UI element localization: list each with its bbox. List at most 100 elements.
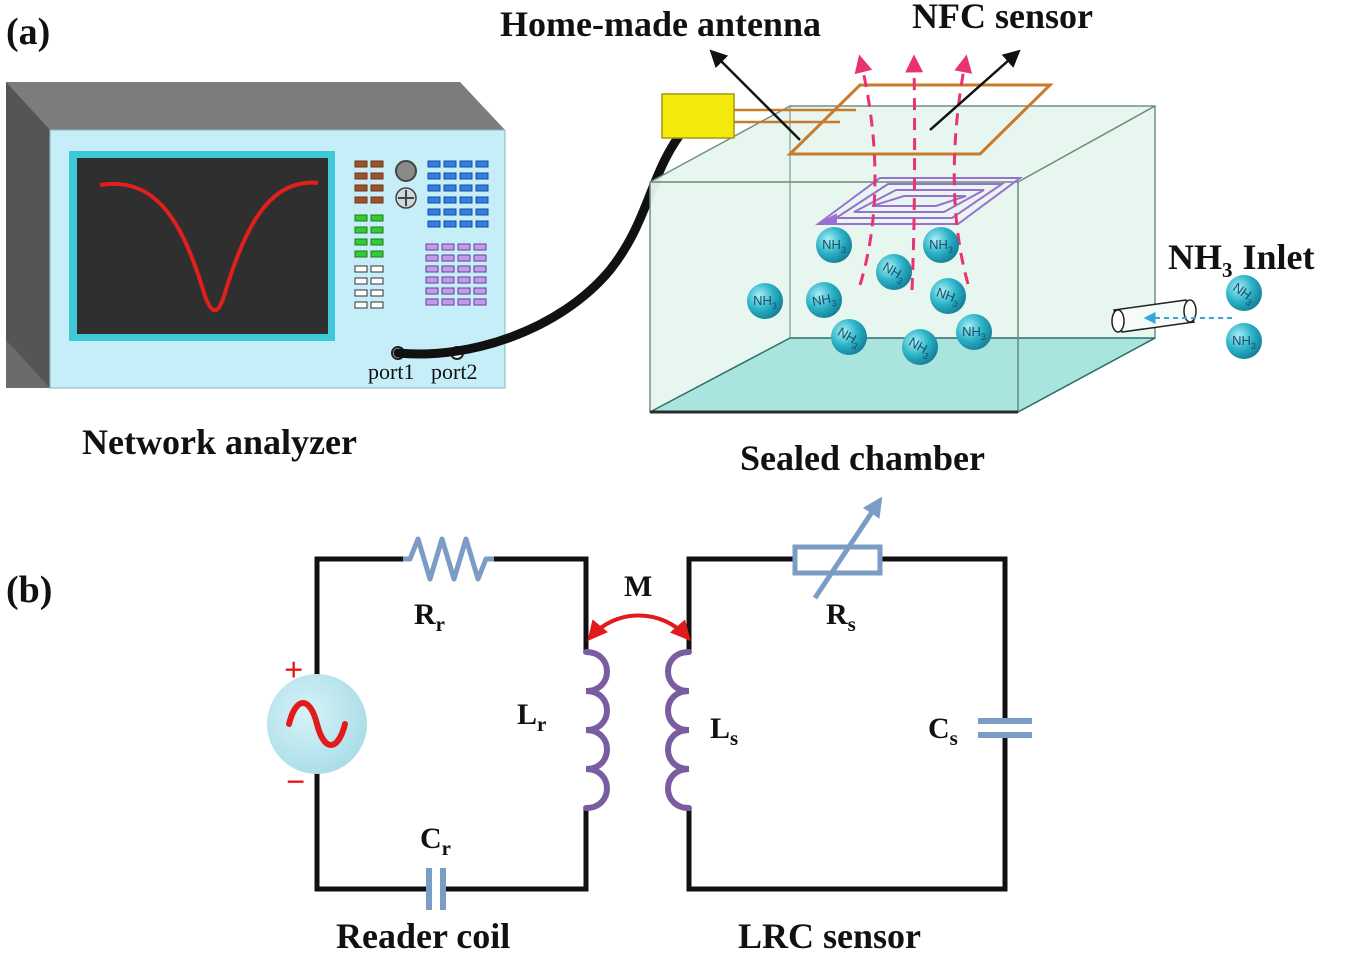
analyzer-key-purple	[457, 265, 471, 273]
sensor-inductor-label: Ls	[710, 712, 738, 750]
antenna-label: Home-made antenna	[500, 4, 821, 44]
panel-b-label: (b)	[6, 569, 52, 611]
nh3-molecule: NH3	[930, 278, 966, 314]
analyzer-key-blue	[459, 196, 473, 204]
analyzer-key-purple	[473, 243, 487, 251]
sensor-inductor	[665, 649, 692, 811]
analyzer-key-brown	[354, 196, 368, 204]
nh3-molecule-label: NH3	[811, 290, 838, 312]
nh3-molecule: NH3	[816, 227, 852, 263]
analyzer-key-white	[370, 301, 384, 309]
antenna-connector	[661, 93, 735, 139]
analyzer-key-blue	[443, 196, 457, 204]
analyzer-key-purple	[473, 276, 487, 284]
lrc-sensor-label: LRC sensor	[738, 916, 921, 956]
variable-arrow-icon	[812, 496, 883, 600]
analyzer-key-blue	[475, 172, 489, 180]
analyzer-key-green	[370, 214, 384, 222]
analyzer-key-brown	[354, 184, 368, 192]
analyzer-key-brown	[354, 160, 368, 168]
nh3-molecule: NH3	[831, 319, 867, 355]
analyzer-key-purple	[441, 265, 455, 273]
network-analyzer: port1 port2	[6, 82, 506, 389]
analyzer-key-blue	[459, 220, 473, 228]
reader-resistor	[403, 536, 494, 582]
analyzer-key-blue	[427, 160, 441, 168]
nfc-sensor-label: NFC sensor	[912, 0, 1093, 36]
analyzer-key-blue	[427, 172, 441, 180]
nh3-molecule-label: NH3	[1232, 333, 1256, 351]
analyzer-key-purple	[457, 276, 471, 284]
analyzer-key-white	[354, 265, 368, 273]
reader-capacitor	[426, 868, 446, 910]
analyzer-key-green	[370, 226, 384, 234]
analyzer-key-purple	[425, 276, 439, 284]
rf-cable	[393, 122, 691, 359]
analyzer-key-white	[354, 301, 368, 309]
sensor-resistor-label: Rs	[826, 598, 856, 636]
sine-wave-icon	[286, 700, 348, 748]
nh3-molecule-label: NH3	[753, 293, 777, 311]
knob-icon	[395, 160, 417, 182]
analyzer-key-green	[354, 226, 368, 234]
panel-a-label: (a)	[6, 11, 50, 53]
analyzer-key-green	[354, 250, 368, 258]
analyzer-key-brown	[370, 184, 384, 192]
analyzer-key-white	[354, 289, 368, 297]
analyzer-key-purple	[473, 298, 487, 306]
home-made-antenna	[661, 83, 1054, 156]
analyzer-key-white	[370, 277, 384, 285]
mutual-inductance-arrow	[587, 613, 691, 642]
analyzer-key-white	[370, 289, 384, 297]
nh3-molecule: NH3	[806, 282, 842, 318]
nh3-molecule: NH3	[876, 254, 912, 290]
analyzer-key-blue	[459, 172, 473, 180]
analyzer-key-brown	[354, 172, 368, 180]
analyzer-key-purple	[457, 298, 471, 306]
resonance-trace	[99, 180, 319, 313]
analyzer-key-blue	[475, 220, 489, 228]
analyzer-key-brown	[370, 172, 384, 180]
analyzer-key-blue	[443, 208, 457, 216]
analyzer-key-white	[370, 265, 384, 273]
analyzer-key-blue	[475, 184, 489, 192]
analyzer-key-blue	[475, 208, 489, 216]
antenna-pointer-arrow	[709, 49, 801, 141]
reader-coil-label: Reader coil	[336, 916, 510, 956]
nh3-molecule: NH3	[902, 329, 938, 365]
analyzer-key-purple	[473, 254, 487, 262]
analyzer-key-green	[370, 238, 384, 246]
analyzer-key-purple	[473, 265, 487, 273]
analyzer-key-green	[370, 250, 384, 258]
analyzer-key-purple	[441, 298, 455, 306]
port1-label: port1	[368, 359, 414, 384]
analyzer-key-blue	[475, 160, 489, 168]
analyzer-key-blue	[427, 220, 441, 228]
nh3-molecule: NH3	[1226, 275, 1262, 311]
nh3-molecule-label: NH3	[962, 324, 986, 342]
sensor-variable-resistor	[792, 496, 883, 600]
analyzer-key-purple	[441, 276, 455, 284]
nh3-molecule: NH3	[923, 227, 959, 263]
analyzer-key-brown	[370, 196, 384, 204]
source-minus-sign: −	[286, 764, 305, 801]
analyzer-key-purple	[441, 243, 455, 251]
sensor-pointer-arrow	[929, 49, 1021, 131]
analyzer-key-blue	[459, 160, 473, 168]
analyzer-key-blue	[427, 196, 441, 204]
reader-capacitor-label: Cr	[420, 822, 451, 860]
nh3-molecule-label: NH3	[822, 237, 846, 255]
analyzer-key-blue	[443, 184, 457, 192]
analyzer-key-green	[354, 238, 368, 246]
analyzer-key-purple	[425, 243, 439, 251]
sensor-capacitor	[978, 718, 1032, 738]
analyzer-key-purple	[457, 254, 471, 262]
analyzer-key-purple	[457, 243, 471, 251]
analyzer-key-blue	[459, 208, 473, 216]
analyzer-key-white	[354, 277, 368, 285]
port2-label: port2	[431, 359, 477, 384]
analyzer-key-blue	[443, 220, 457, 228]
mutual-inductance-label: M	[624, 570, 652, 603]
sealed-chamber-label: Sealed chamber	[740, 438, 985, 478]
